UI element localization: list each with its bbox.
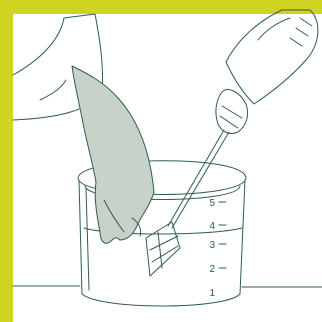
drill-grip-1 [300, 18, 312, 26]
bucket-left-inner-side [86, 188, 89, 290]
scale-mark-4: 4 [209, 221, 215, 232]
mixer-paddle-cross [150, 236, 178, 250]
mixer-shaft-b [172, 132, 229, 228]
drill-grip-2 [296, 28, 308, 36]
frame-left-bar [0, 0, 13, 322]
drill-chuck-ring-1 [222, 106, 242, 118]
bucket-left-side [79, 180, 82, 294]
frame-top-bar [0, 0, 322, 14]
bucket-right-side [240, 180, 245, 294]
mixer-shaft-a [168, 130, 224, 226]
sleeve-fold [40, 80, 66, 100]
scale-mark-2: 2 [209, 264, 215, 275]
scale-mark-5: 5 [209, 198, 215, 209]
mixer-paddle-mid [158, 232, 162, 268]
drill-grip-3 [290, 38, 302, 46]
drill-body [226, 10, 318, 104]
scale-mark-3: 3 [209, 240, 215, 251]
bucket-bottom [82, 294, 240, 306]
drill-chuck-ring-2 [220, 116, 238, 128]
scale-mark-1: 1 [209, 288, 215, 299]
